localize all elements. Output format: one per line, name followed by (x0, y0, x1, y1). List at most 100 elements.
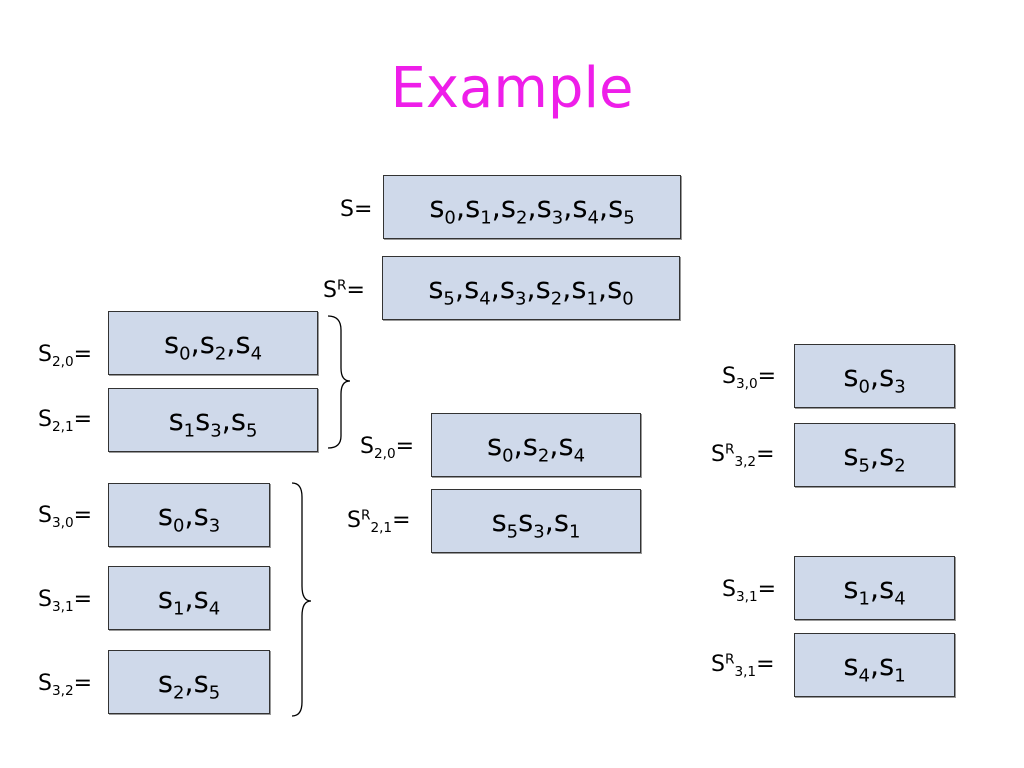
sequence-element: s2 (536, 271, 563, 308)
element-index: 1 (586, 288, 598, 310)
element-symbol: s (518, 504, 534, 538)
sequence-element: s4 (193, 581, 221, 618)
element-symbol: s (230, 403, 246, 437)
sequence-element: s5 (491, 504, 519, 541)
set-label-sup: R (724, 441, 735, 458)
element-index: 0 (179, 343, 191, 365)
set-label-base: S (722, 364, 736, 389)
set-label-l-s30: S3,0= (38, 503, 92, 530)
equals-sign: = (346, 278, 365, 303)
element-symbol: s (879, 648, 895, 682)
sequence-content: s2,s5 (158, 665, 220, 702)
equals-sign: = (757, 364, 777, 389)
element-symbol: s (464, 271, 480, 305)
element-symbol: s (491, 504, 507, 538)
sequence-element: s4 (558, 428, 585, 465)
set-label-sub: 2,1 (370, 519, 393, 536)
set-label-m-s20: S2,0= (360, 434, 414, 462)
sequence-element: s0 (487, 428, 514, 465)
sequence-element: s1 (571, 271, 598, 308)
set-label-r-s31: S3,1= (722, 577, 776, 605)
equals-sign: = (73, 407, 93, 432)
element-symbol: s (572, 190, 588, 224)
equals-sign: = (353, 197, 373, 222)
set-label-sub: 3,1 (735, 588, 758, 605)
element-index: 1 (894, 665, 906, 687)
element-symbol: s (553, 504, 569, 538)
element-index: 3 (551, 207, 564, 229)
set-label-sub: 3,0 (735, 375, 758, 392)
sequence-content: s0,s1,s2,s3,s4,s5 (429, 190, 634, 227)
comma: , (184, 498, 194, 532)
element-index: 3 (208, 515, 221, 537)
set-label-sub: 3,1 (734, 663, 757, 680)
brace-2-partition (327, 315, 351, 449)
element-symbol: s (193, 581, 209, 615)
set-label-scripts: R3,2 (724, 441, 757, 470)
element-index: 3 (894, 376, 906, 398)
sequence-element: s2 (523, 428, 550, 465)
set-label-sub: 2,0 (373, 445, 396, 462)
comma: , (562, 271, 572, 305)
set-label-base: S (711, 652, 725, 677)
sequence-element: s2 (879, 438, 906, 475)
set-label-sup: R (360, 507, 371, 524)
sequence-box-r-sr32: s5,s2 (794, 423, 955, 487)
sequence-element: s5 (843, 438, 870, 475)
sequence-element: s4 (464, 271, 491, 308)
element-symbol: s (193, 665, 209, 699)
set-label-m-sr21: SR2,1= (347, 507, 411, 536)
element-symbol: s (499, 271, 515, 305)
set-label-base: S (722, 577, 736, 602)
element-symbol: s (536, 190, 552, 224)
element-index: 2 (550, 288, 563, 310)
element-index: 4 (250, 343, 263, 365)
element-index: 1 (172, 598, 185, 620)
element-index: 1 (183, 420, 196, 442)
element-index: 3 (533, 521, 545, 543)
set-label-scripts: R3,1 (725, 652, 757, 680)
element-index: 2 (537, 445, 550, 467)
element-index: 5 (858, 455, 870, 477)
set-label-base: S (38, 342, 52, 367)
sequence-element: s4 (572, 190, 599, 227)
sequence-content: s4,s1 (843, 648, 905, 685)
sequence-element: s3 (499, 271, 527, 308)
element-index: 4 (858, 665, 870, 687)
sequence-box-r-sr31: s4,s1 (794, 633, 955, 697)
element-symbol: s (235, 326, 251, 360)
set-label-scripts: 2,1 (52, 407, 74, 434)
element-index: 4 (208, 598, 221, 620)
element-index: 0 (622, 288, 634, 310)
set-label-l-s20: S2,0= (38, 342, 92, 369)
sequence-content: s5s3,s1 (491, 504, 581, 541)
comma: , (527, 190, 537, 224)
set-label-scripts: 2,0 (373, 434, 396, 462)
element-symbol: s (607, 271, 623, 305)
comma: , (221, 403, 231, 437)
comma: , (544, 504, 554, 538)
brace-3-partition (291, 482, 312, 717)
sequence-element: s0 (843, 359, 870, 396)
element-index: 4 (573, 445, 586, 467)
sequence-element: s0 (607, 271, 634, 308)
element-index: 5 (245, 420, 258, 442)
sequence-element: s1 (158, 581, 185, 618)
set-label-l-s21: S2,1= (38, 407, 93, 434)
element-index: 5 (506, 521, 519, 543)
comma: , (455, 190, 466, 224)
comma: , (513, 428, 523, 462)
sequence-element: s1 (553, 504, 581, 541)
sequence-box-l-s21: s1s3,s5 (108, 388, 318, 452)
sequence-box-r-s31: s1,s4 (794, 556, 955, 620)
sequence-box-l-s32: s2,s5 (108, 650, 270, 714)
set-label-scripts: R2,1 (360, 507, 393, 536)
set-label-scripts: 3,0 (735, 364, 758, 392)
set-label-sub: 3,2 (734, 453, 757, 470)
sequence-element: s3 (536, 190, 564, 227)
equals-sign: = (756, 652, 775, 677)
sequence-content: s5,s2 (843, 438, 906, 475)
sequence-element: s0 (164, 326, 191, 363)
comma: , (184, 665, 194, 699)
element-symbol: s (608, 190, 624, 224)
